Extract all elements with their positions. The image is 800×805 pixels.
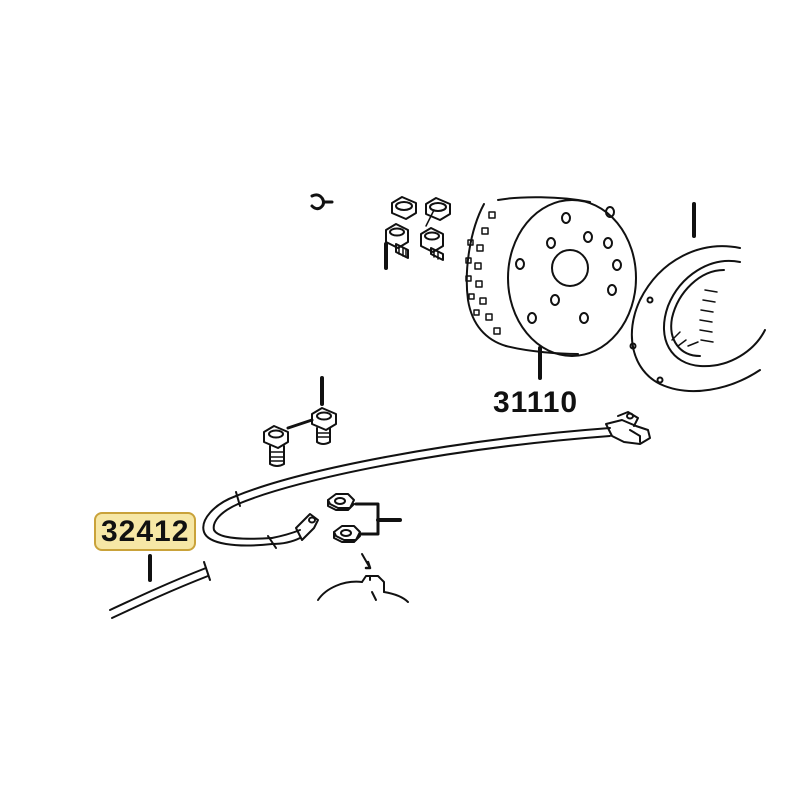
ring-gear	[629, 202, 766, 393]
partial-fragment	[310, 193, 334, 211]
flywheel-rotor-31110	[465, 196, 637, 380]
sensor-cable-32412	[109, 411, 651, 619]
stud-bolts-top	[384, 196, 451, 270]
mounting-bolts	[263, 376, 337, 467]
hex-nuts	[327, 493, 402, 570]
part-number-31110[interactable]: 31110	[493, 386, 579, 419]
part-number-32412-highlighted[interactable]: 32412	[94, 512, 197, 551]
lower-housing-partial	[317, 575, 409, 603]
